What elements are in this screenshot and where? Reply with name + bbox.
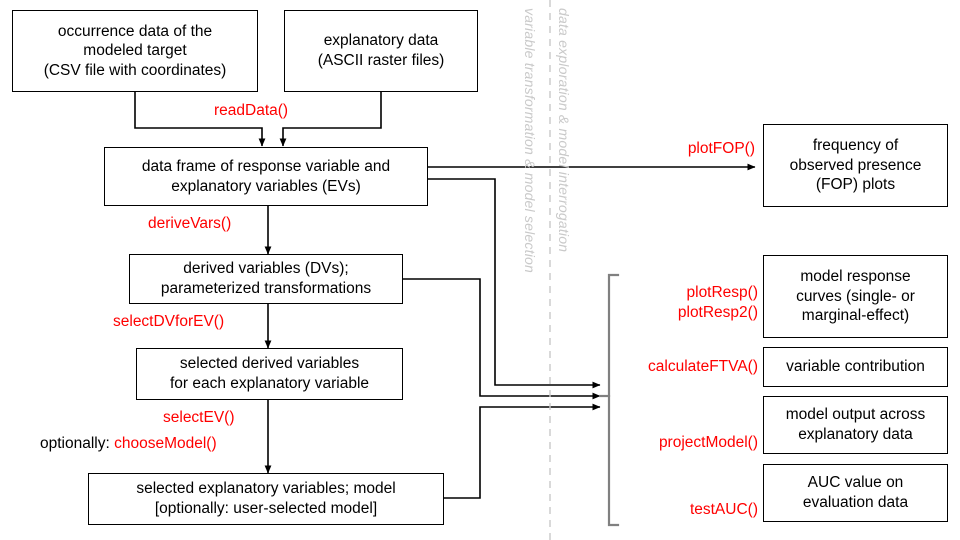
node-line: variable contribution xyxy=(786,358,925,376)
node-line: (CSV file with coordinates) xyxy=(43,61,227,79)
node-variable-contribution: variable contribution xyxy=(763,347,948,387)
wire-occurrence-to-dataframe xyxy=(134,92,266,147)
node-explanatory-data: explanatory data (ASCII raster files) xyxy=(284,10,478,92)
function-label-testAUC: testAUC() xyxy=(689,501,758,518)
node-line: curves (single- or xyxy=(796,287,915,305)
node-line: selected explanatory variables; model xyxy=(136,480,396,498)
node-model-output: model output across explanatory data xyxy=(763,396,948,454)
node-line: (ASCII raster files) xyxy=(317,52,445,69)
node-model-response-curves: model response curves (single- or margin… xyxy=(763,255,948,338)
node-line: data frame of response variable and xyxy=(141,157,391,175)
vertical-label-left: variable transformation & model selectio… xyxy=(522,8,538,273)
node-line: model response xyxy=(800,268,911,286)
function-label-plotFOP: plotFOP() xyxy=(687,140,755,157)
node-derived-variables: derived variables (DVs); parameterized t… xyxy=(129,254,403,304)
function-label-selectEV: selectEV() xyxy=(163,409,235,426)
wire-dataframe-to-bracket xyxy=(428,178,601,389)
node-data-frame: data frame of response variable and expl… xyxy=(104,147,428,206)
function-label-deriveVars: deriveVars() xyxy=(148,215,232,232)
node-fop-plots: frequency of observed presence (FOP) plo… xyxy=(763,124,948,207)
function-label-readData: readData() xyxy=(214,102,289,119)
node-line: modeled target xyxy=(83,42,187,60)
node-line: derived variables (DVs); xyxy=(183,260,349,278)
interrogation-bracket xyxy=(607,273,620,527)
wire-selectedevs-to-bracket xyxy=(444,403,601,499)
node-line: parameterized transformations xyxy=(160,280,372,297)
function-label-projectModel: projectModel() xyxy=(658,434,758,451)
node-line: for each explanatory variable xyxy=(169,375,370,392)
node-line: frequency of xyxy=(812,137,899,155)
node-line: explanatory variables (EVs) xyxy=(171,177,361,195)
node-line: explanatory data xyxy=(323,32,439,50)
function-label-calculateFTVA: calculateFTVA() xyxy=(648,358,758,375)
node-line: occurrence data of the xyxy=(57,22,213,40)
node-selected-explanatory-variables: selected explanatory variables; model [o… xyxy=(88,473,444,525)
node-auc-value: AUC value on evaluation data xyxy=(763,464,948,522)
node-line: marginal-effect) xyxy=(801,307,910,325)
node-line: selected derived variables xyxy=(179,355,360,373)
wire-derivedvars-to-bracket xyxy=(403,278,601,400)
wire-explanatory-to-dataframe xyxy=(279,92,382,147)
function-label-selectDVforEV: selectDVforEV() xyxy=(113,313,225,330)
vertical-label-right: data exploration & model interrogation xyxy=(556,8,572,253)
function-label-plotResp2: plotResp2() xyxy=(677,304,758,321)
node-line: [optionally: user-selected model] xyxy=(154,500,378,517)
function-label-plotResp: plotResp() xyxy=(686,284,759,301)
function-label-chooseModel: optionally: chooseModel() xyxy=(40,435,217,454)
node-line: observed presence xyxy=(789,156,922,174)
node-occurrence-data: occurrence data of the modeled target (C… xyxy=(12,10,258,92)
node-line: evaluation data xyxy=(802,494,909,511)
chooseModel-text: chooseModel() xyxy=(114,435,217,452)
node-line: (FOP) plots xyxy=(815,176,896,194)
node-selected-derived-variables: selected derived variables for each expl… xyxy=(136,348,403,400)
node-line: AUC value on xyxy=(807,474,904,492)
node-line: explanatory data xyxy=(798,426,913,443)
optionally-prefix: optionally: xyxy=(40,435,115,452)
node-line: model output across xyxy=(785,406,926,424)
